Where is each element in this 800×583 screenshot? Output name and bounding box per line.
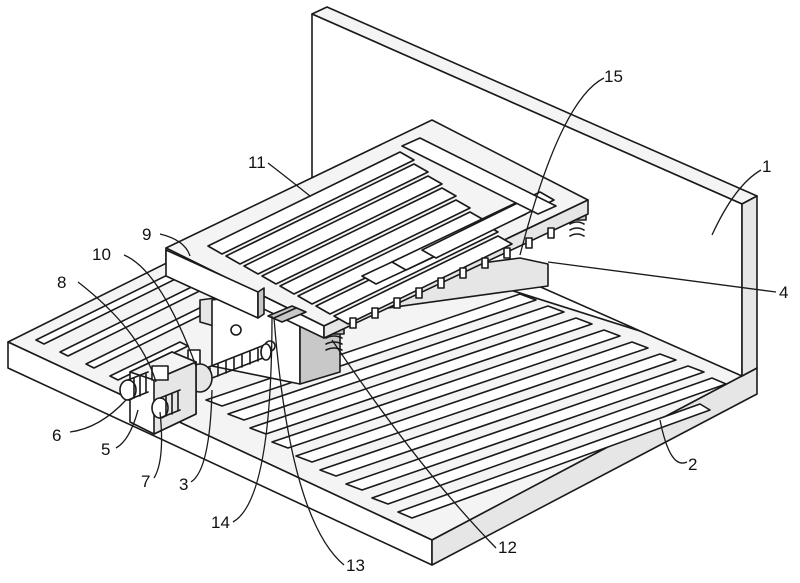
label-5: 5: [101, 440, 110, 459]
label-2: 2: [688, 455, 697, 474]
label-14: 14: [211, 513, 230, 532]
label-6: 6: [52, 426, 61, 445]
label-9: 9: [142, 225, 151, 244]
label-3: 3: [179, 475, 188, 494]
label-13: 13: [346, 556, 365, 575]
label-11: 11: [248, 153, 266, 172]
label-10: 10: [92, 245, 111, 264]
label-1: 1: [762, 157, 771, 176]
label-7: 7: [141, 472, 150, 491]
label-8: 8: [57, 273, 66, 292]
label-4: 4: [779, 283, 788, 302]
label-12: 12: [498, 538, 517, 557]
label-15: 15: [604, 67, 623, 86]
